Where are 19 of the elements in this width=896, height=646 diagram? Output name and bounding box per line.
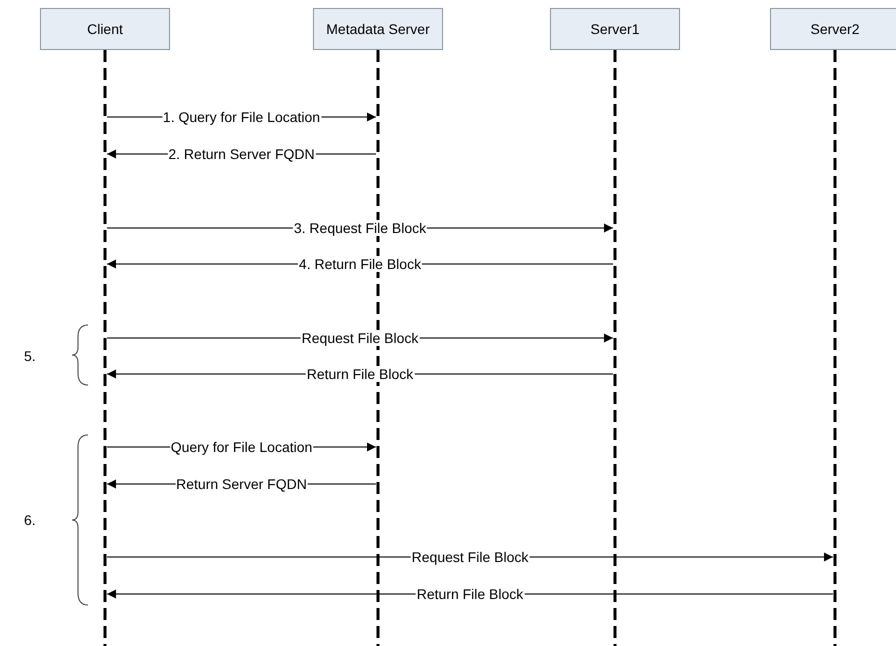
edge-label: 4. Return File Block	[298, 256, 422, 272]
edge-label: 1. Query for File Location	[162, 109, 322, 125]
participant-box: Server2	[770, 8, 896, 50]
edge-label: Request File Block	[410, 549, 530, 565]
edge-label: 3. Request File Block	[292, 220, 428, 236]
edge-label: Query for File Location	[170, 439, 314, 455]
edge-label: Request File Block	[300, 330, 420, 346]
participant-box: Server1	[550, 8, 680, 50]
edge-label: Return File Block	[416, 586, 524, 602]
participant-box: Metadata Server	[313, 8, 443, 50]
edge-label: Return File Block	[306, 366, 414, 382]
edge-label: Return Server FQDN	[175, 476, 308, 492]
lifeline	[103, 50, 107, 646]
edge-label: 2. Return Server FQDN	[167, 146, 316, 162]
lifeline	[613, 50, 617, 646]
lifeline	[833, 50, 837, 646]
step-number: 6.	[24, 512, 36, 528]
participant-box: Client	[40, 8, 170, 50]
step-number: 5.	[24, 348, 36, 364]
